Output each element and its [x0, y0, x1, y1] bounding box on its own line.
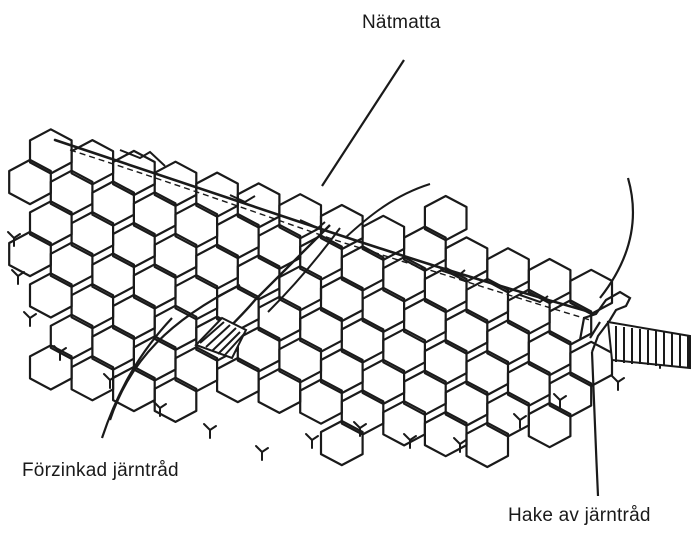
mesh-cell	[30, 201, 72, 245]
mesh-cell	[259, 297, 301, 341]
mesh-cell	[113, 367, 155, 411]
mesh-cell	[259, 369, 301, 413]
mesh-wire-end	[612, 376, 624, 390]
mesh-cell	[529, 331, 571, 375]
mesh-cell	[487, 248, 529, 292]
mesh-cell	[446, 309, 488, 353]
leader-line-mesh	[322, 60, 404, 186]
mesh-cell	[92, 254, 133, 298]
mesh-cell	[383, 257, 425, 301]
mesh-cell	[134, 264, 176, 308]
mesh-cell	[300, 380, 342, 424]
mesh-cell	[92, 182, 133, 226]
right-anchor-hatching	[608, 322, 690, 368]
mesh-cell	[217, 358, 259, 402]
mesh-cell	[155, 234, 197, 278]
mesh-cell	[487, 320, 529, 364]
mesh-cell	[529, 403, 571, 447]
mesh-cell	[508, 290, 550, 334]
mesh-cell	[92, 326, 133, 370]
mesh-cell	[176, 347, 218, 391]
mesh-cell	[446, 381, 488, 425]
mesh-cell	[467, 351, 509, 395]
mesh-cell	[363, 360, 405, 404]
label-galvanized-wire: Förzinkad järntråd	[22, 460, 179, 482]
mesh-cell	[155, 162, 197, 206]
mesh-cell	[238, 255, 280, 299]
mesh-cell	[321, 349, 363, 393]
mesh-cell	[425, 196, 467, 240]
mesh-wire-end	[24, 312, 36, 326]
mesh-cell	[425, 340, 467, 384]
mesh-cell	[9, 232, 51, 276]
mesh-cell	[72, 212, 114, 256]
mesh-wire-end	[256, 446, 268, 460]
mesh-cell	[342, 318, 384, 362]
mesh-wire-end	[306, 434, 318, 448]
mesh-cell	[30, 273, 72, 317]
mesh-cell	[113, 223, 155, 267]
mesh-cell	[238, 183, 280, 227]
leader-line-hook	[592, 352, 598, 496]
mesh-cell	[404, 299, 446, 343]
mesh-cell	[467, 423, 509, 467]
label-iron-hook: Hake av järntråd	[508, 505, 651, 527]
mesh-cell	[279, 266, 321, 310]
hexagonal-net-mat	[9, 129, 612, 467]
mesh-cell	[300, 236, 342, 280]
mesh-cell	[300, 308, 342, 352]
mesh-cell	[363, 288, 405, 332]
mesh-cell	[196, 245, 238, 289]
mesh-cell	[487, 392, 529, 436]
mesh-cell	[279, 338, 321, 382]
mesh-cell	[113, 151, 155, 195]
mesh-cell	[72, 284, 114, 328]
mesh-cell	[9, 160, 51, 204]
galvanized-wire-twist	[120, 150, 548, 302]
mesh-cell	[51, 315, 93, 359]
mesh-cell	[383, 401, 425, 445]
mesh-cell	[404, 227, 446, 271]
mesh-wire-end	[204, 424, 216, 438]
mesh-cell	[176, 275, 218, 319]
mesh-cell	[321, 277, 363, 321]
mesh-cell	[113, 295, 155, 339]
mesh-cell	[30, 129, 72, 173]
label-mesh-mat: Nätmatta	[362, 12, 441, 34]
mesh-wire-end	[514, 414, 526, 428]
mesh-cell	[155, 306, 197, 350]
embankment-curve-right	[600, 178, 633, 298]
mesh-cell	[30, 345, 72, 389]
mesh-cell	[342, 390, 384, 434]
mesh-cell	[176, 203, 218, 247]
mesh-cell	[404, 371, 446, 415]
mesh-cell	[134, 192, 176, 236]
mesh-cell	[217, 214, 259, 258]
mesh-wire-end	[12, 270, 24, 284]
mesh-cell	[321, 421, 363, 465]
mesh-cell	[51, 171, 93, 215]
mesh-cell	[508, 362, 550, 406]
mesh-cell	[383, 329, 425, 373]
mesh-cell	[570, 342, 612, 386]
mesh-cell	[51, 243, 93, 287]
